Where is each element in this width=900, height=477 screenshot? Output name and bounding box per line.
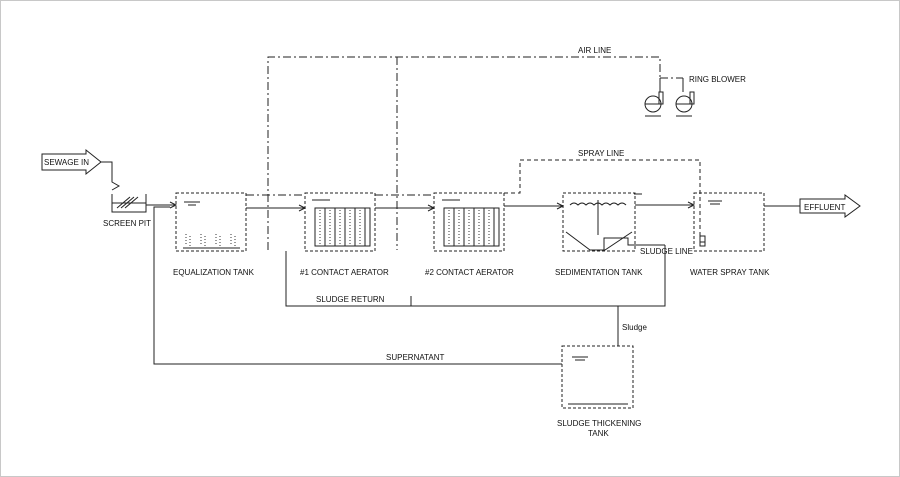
spray-line-label: SPRAY LINE <box>578 149 624 158</box>
screen-pit-label: SCREEN PIT <box>103 219 151 228</box>
supernatant-line: SUPERNATANT <box>153 206 562 365</box>
sedimentation-tank-label: SEDIMENTATION TANK <box>555 268 643 277</box>
contact-aerator-1: #1 CONTACT AERATOR <box>300 192 389 277</box>
effluent-arrow: EFFLUENT <box>799 194 861 218</box>
equalization-tank-label: EQUALIZATION TANK <box>173 268 255 277</box>
air-line-label: AIR LINE <box>578 46 611 55</box>
spray-line: SPRAY LINE <box>504 149 701 240</box>
sludge-return-label: SLUDGE RETURN <box>316 295 385 304</box>
water-spray-tank: WATER SPRAY TANK <box>690 192 770 277</box>
contact-aerator-1-label: #1 CONTACT AERATOR <box>300 268 389 277</box>
sludge-thickening-tank: SLUDGE THICKENING TANK <box>557 345 641 438</box>
contact-aerator-2: #2 CONTACT AERATOR <box>425 192 514 277</box>
sludge-thickening-tank-label-2: TANK <box>588 429 609 438</box>
sludge-line-label: SLUDGE LINE <box>640 247 693 256</box>
equalization-tank: EQUALIZATION TANK <box>173 192 255 277</box>
sludge-label: Sludge <box>622 323 647 332</box>
sedimentation-tank: SEDIMENTATION TANK <box>555 192 643 277</box>
effluent-label: EFFLUENT <box>804 203 845 212</box>
sludge-to-thickening-line: Sludge <box>617 306 647 346</box>
sludge-return-line: SLUDGE RETURN <box>285 245 666 307</box>
ring-blower: RING BLOWER <box>644 75 746 117</box>
supernatant-label: SUPERNATANT <box>386 353 444 362</box>
screen-pit: SCREEN PIT <box>103 194 151 228</box>
sewage-in-arrow: SEWAGE IN <box>41 148 121 191</box>
ring-blower-label: RING BLOWER <box>689 75 746 84</box>
sewage-in-label: SEWAGE IN <box>44 158 89 167</box>
water-spray-tank-label: WATER SPRAY TANK <box>690 268 770 277</box>
air-line: AIR LINE <box>246 46 683 250</box>
sludge-thickening-tank-label-1: SLUDGE THICKENING <box>557 419 641 428</box>
contact-aerator-2-label: #2 CONTACT AERATOR <box>425 268 514 277</box>
